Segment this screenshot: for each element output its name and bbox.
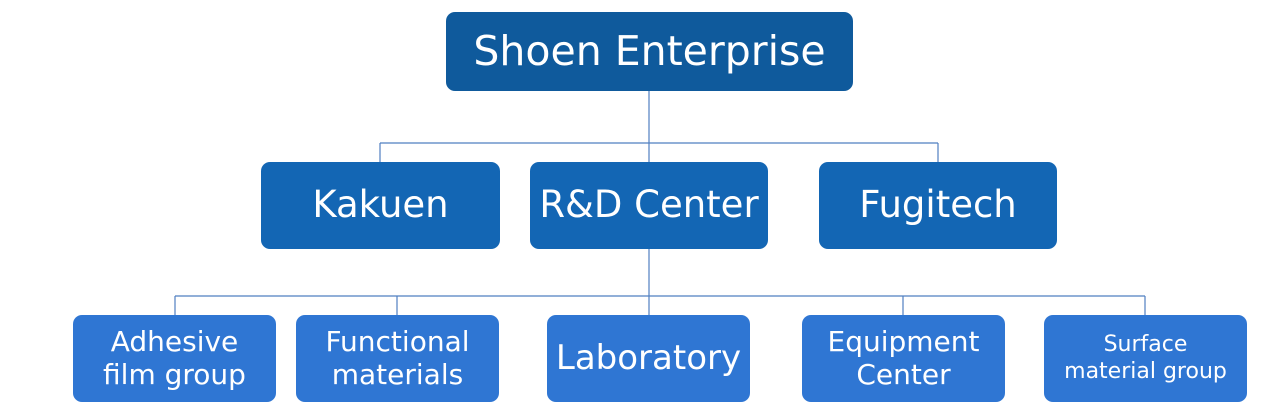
node-surface-line1: Surface	[1103, 332, 1188, 358]
node-kakuen-label: Kakuen	[312, 183, 449, 227]
node-adhesive-line2: film group	[103, 357, 246, 391]
node-fugitech: Fugitech	[819, 162, 1057, 249]
node-fugitech-label: Fugitech	[859, 183, 1017, 227]
node-equipment-center: Equipment Center	[802, 315, 1005, 402]
node-surface-line2: material group	[1064, 358, 1227, 384]
node-equipment-line1: Equipment	[827, 325, 980, 359]
node-laboratory: Laboratory	[547, 315, 750, 402]
node-adhesive-film-group: Adhesive film group	[73, 315, 276, 402]
node-rd-center: R&D Center	[530, 162, 768, 249]
root-node-label: Shoen Enterprise	[473, 26, 826, 75]
node-functional-line2: materials	[331, 357, 464, 391]
node-functional-line1: Functional	[325, 325, 470, 359]
node-surface-material-group: Surface material group	[1044, 315, 1247, 402]
node-functional-materials: Functional materials	[296, 315, 499, 402]
root-node-shoen-enterprise: Shoen Enterprise	[446, 12, 853, 91]
node-equipment-line2: Center	[856, 357, 951, 391]
node-adhesive-line1: Adhesive	[110, 325, 239, 359]
node-rd-center-label: R&D Center	[539, 183, 759, 227]
node-kakuen: Kakuen	[261, 162, 500, 249]
node-laboratory-label: Laboratory	[555, 337, 742, 378]
